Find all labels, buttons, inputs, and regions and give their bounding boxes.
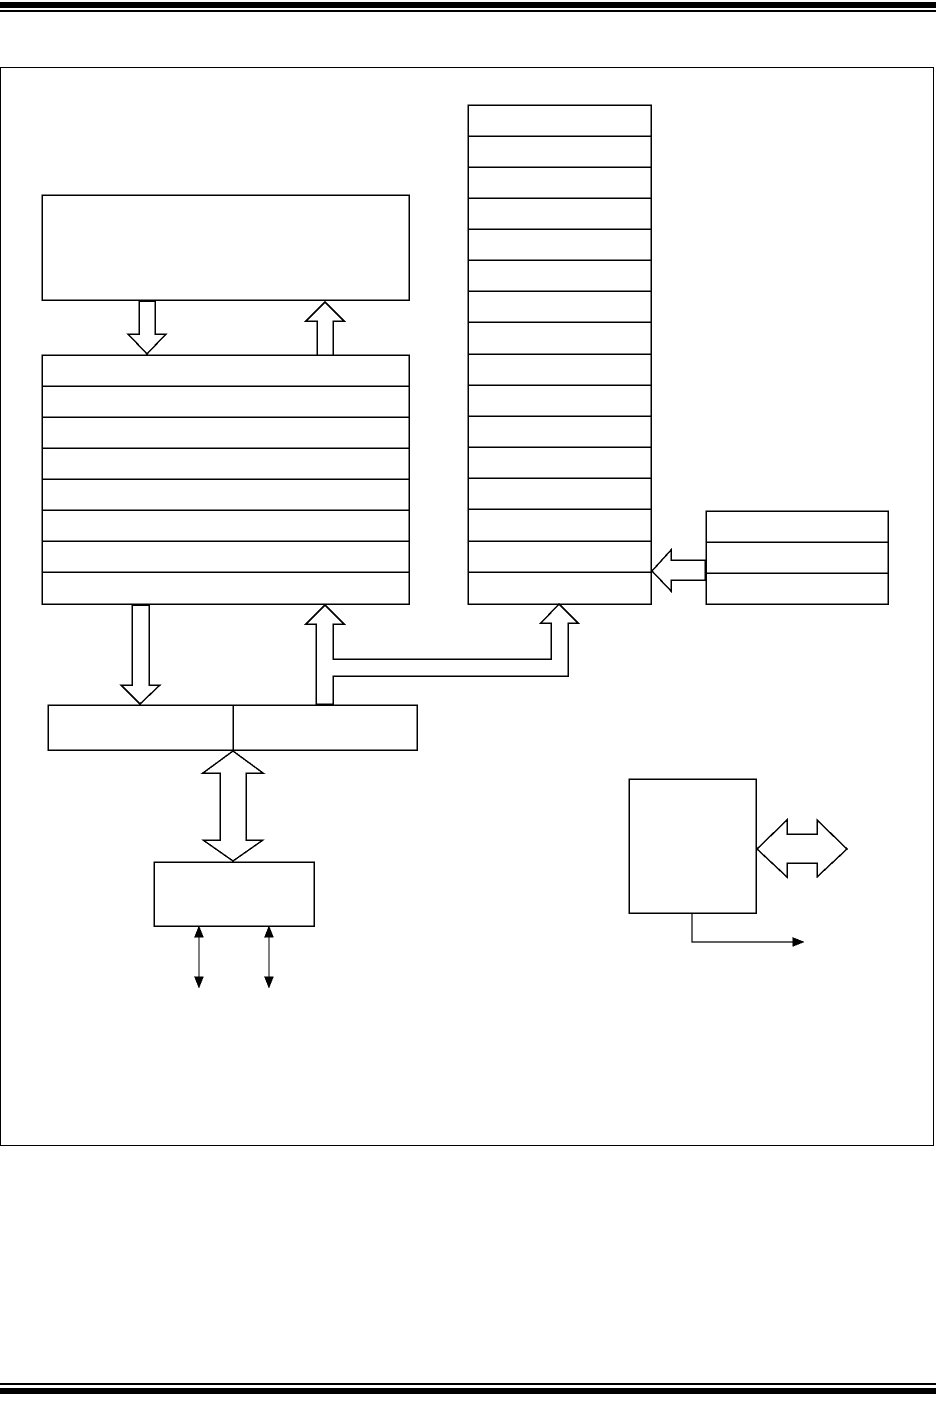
center-stack-row [467, 290, 652, 323]
center-stack-row [467, 384, 652, 417]
arrow-bidirectional-hollow [200, 750, 266, 862]
arrowhead-down [194, 976, 204, 989]
arrowhead-right [792, 937, 805, 947]
lower-left-block [153, 861, 315, 927]
figure-frame [0, 67, 934, 1146]
center-register-stack [467, 104, 652, 605]
right-stack-row [705, 510, 889, 543]
center-stack-row [467, 104, 652, 137]
center-stack-row [467, 228, 652, 261]
arrowhead-up [264, 925, 274, 938]
bottom-rule-thick [0, 1388, 936, 1394]
left-stack-row [41, 478, 410, 511]
center-stack-row [467, 446, 652, 479]
arrowhead-up [194, 925, 204, 938]
bottom-rule-thin [0, 1383, 936, 1385]
upper-left-block [41, 194, 410, 301]
left-stack-row [41, 416, 410, 449]
center-stack-row [467, 571, 652, 605]
center-stack-row [467, 135, 652, 168]
center-stack-row [467, 477, 652, 510]
right-register-stack [705, 510, 889, 605]
left-stack-row [41, 354, 410, 387]
center-stack-row [467, 540, 652, 573]
top-rule-thick [0, 2, 936, 8]
split-block-right-cell [232, 704, 418, 751]
split-register-block [47, 704, 418, 751]
bus-arrow-hollow [304, 602, 580, 705]
split-block-left-cell [47, 704, 234, 751]
center-stack-row [467, 508, 652, 542]
left-stack-row [41, 447, 410, 480]
arrow-up-hollow [304, 300, 346, 356]
center-stack-row [467, 415, 652, 448]
arrow-down-hollow [126, 300, 168, 356]
right-stack-row [705, 541, 889, 574]
left-stack-row [41, 571, 410, 605]
arrow-left-hollow [650, 548, 706, 593]
left-register-stack [41, 354, 410, 605]
center-stack-row [467, 259, 652, 292]
top-rule-thin [0, 10, 936, 12]
left-stack-row [41, 540, 410, 573]
center-stack-row [467, 197, 652, 230]
output-line [691, 914, 795, 943]
arrow-down-hollow [119, 604, 162, 706]
left-stack-row [41, 385, 410, 418]
lower-right-block [628, 778, 757, 914]
arrowhead-down [264, 976, 274, 989]
center-stack-row [467, 166, 652, 199]
left-stack-row [41, 509, 410, 542]
arrow-bidirectional-hollow [755, 818, 849, 879]
center-stack-row [467, 321, 652, 355]
right-stack-row [705, 572, 889, 605]
center-stack-row [467, 353, 652, 386]
